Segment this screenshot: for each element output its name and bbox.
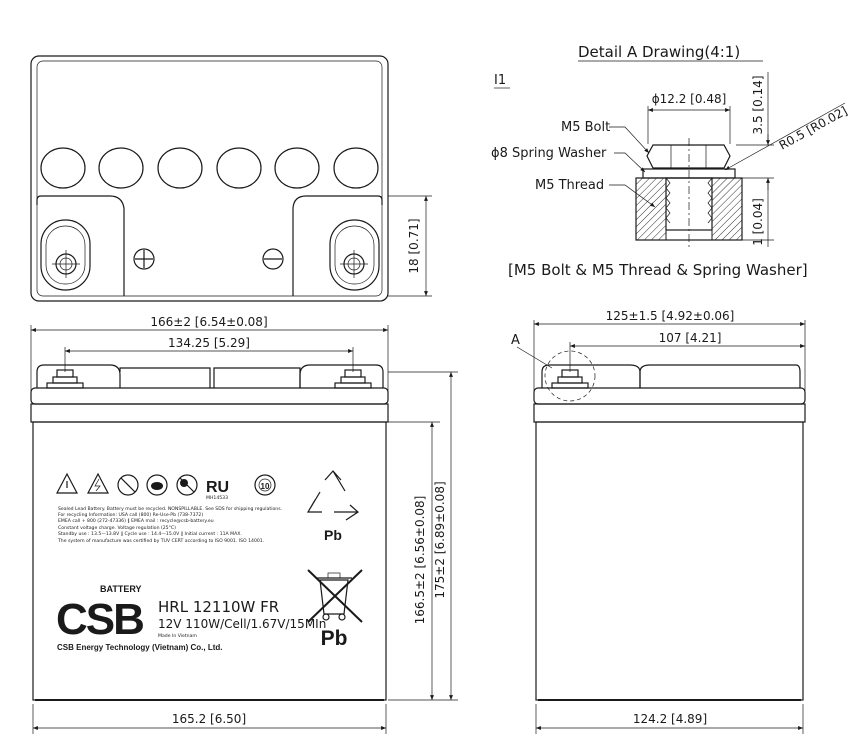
top-view-height-dim: 18 [0.71] xyxy=(407,218,421,273)
warning-line-5: Standby use : 13.5—13.8V ‖ Cycle use : 1… xyxy=(58,531,242,537)
detail-radius-dim: R0.5 [R0.02] xyxy=(777,104,850,153)
electric-hazard-icon xyxy=(87,472,109,494)
origin: Made In Vietnam xyxy=(158,633,197,639)
safety-icons: RU MH14533 10 xyxy=(56,472,276,501)
warning-triangle-icon xyxy=(56,472,78,494)
front-view: 166±2 [6.54±0.08] 134.25 [5.29] xyxy=(30,315,458,734)
vent-caps xyxy=(40,147,379,189)
design-life-icon: 10 xyxy=(254,474,276,496)
bin-pb: Pb xyxy=(321,627,348,650)
eye-protection-icon xyxy=(146,474,168,496)
warning-line-2: For recycling Information: USA call (800… xyxy=(58,512,203,518)
label-m5-thread: M5 Thread xyxy=(535,178,604,193)
front-total-height-dim: 175±2 [6.89±0.08] xyxy=(433,481,447,598)
negative-sign-icon xyxy=(262,248,284,270)
detail-dia-dim: ϕ12.2 [0.48] xyxy=(652,92,727,106)
label-m5-bolt: M5 Bolt xyxy=(561,120,610,135)
top-terminal-left xyxy=(40,219,91,291)
label-spring-washer: ϕ8 Spring Washer xyxy=(491,146,607,161)
bolt-head xyxy=(646,144,731,169)
company-name: CSB Energy Technology (Vietnam) Co., Ltd… xyxy=(57,643,223,652)
front-bottom-width-dim: 165.2 [6.50] xyxy=(172,712,246,726)
model-spec: 12V 110W/Cell/1.67V/15MIn xyxy=(158,617,326,631)
front-top-width-dim: 166±2 [6.54±0.08] xyxy=(150,315,267,329)
front-terminal-right xyxy=(334,369,372,389)
warning-line-1: Sealed Lead Battery. Battery must be rec… xyxy=(58,506,282,512)
top-terminal-right xyxy=(329,219,380,291)
detail-title: Detail A Drawing(4:1) xyxy=(578,43,740,61)
cert-number: MH14533 xyxy=(206,495,228,501)
csb-logo: BATTERY CSB xyxy=(56,584,145,644)
detail-a: Detail A Drawing(4:1) I1 ϕ12.2 [0.48] 3.… xyxy=(491,43,850,279)
side-view: 125±1.5 [4.92±0.06] 107 [4.21] A 124.2 [… xyxy=(511,309,806,734)
keep-children-away-icon xyxy=(176,474,198,496)
model-name: HRL 12110W FR xyxy=(158,598,279,616)
front-body xyxy=(32,421,387,701)
crossed-bin-icon: Pb xyxy=(307,569,363,650)
top-view-outline xyxy=(30,55,389,302)
front-terminal-spacing-dim: 134.25 [5.29] xyxy=(168,336,250,350)
side-bottom-width-dim: 124.2 [4.89] xyxy=(633,712,707,726)
detail-thread-dim: 1 [0.04] xyxy=(751,198,765,246)
recycle-pb: Pb xyxy=(324,527,342,543)
detail-marker: I1 xyxy=(494,73,506,88)
recycle-icon: Pb xyxy=(306,470,359,543)
positive-sign-icon xyxy=(133,248,155,270)
top-view: 18 [0.71] xyxy=(30,55,432,302)
side-terminal-offset-dim: 107 [4.21] xyxy=(659,331,722,345)
ul-recognized-icon: RU MH14533 xyxy=(206,479,229,501)
detail-height-dim: 3.5 [0.14] xyxy=(751,76,765,135)
detail-caption: [M5 Bolt & M5 Thread & Spring Washer] xyxy=(508,261,808,279)
side-marker: A xyxy=(511,333,520,348)
detail-a-callout xyxy=(544,350,596,402)
warning-line-6: The system of manufacture was certified … xyxy=(57,538,264,544)
side-body xyxy=(535,421,804,701)
brand-word: BATTERY xyxy=(100,584,142,594)
side-top-width-dim: 125±1.5 [4.92±0.06] xyxy=(606,309,735,323)
warning-text: Sealed Lead Battery. Battery must be rec… xyxy=(57,506,282,544)
warning-line-4: Constant voltage charge. Voltage regulat… xyxy=(58,525,176,531)
no-fire-icon xyxy=(117,474,139,496)
front-body-height-dim: 166.5±2 [6.56±0.08] xyxy=(413,496,427,625)
logo-letters: CSB xyxy=(56,595,143,644)
front-terminal-left xyxy=(46,369,84,389)
warning-line-3: EMEA call + 800 (272-47336) ‖ EMEA mail … xyxy=(58,518,214,524)
svg-text:RU: RU xyxy=(206,479,229,496)
side-terminal xyxy=(551,369,589,389)
svg-text:10: 10 xyxy=(261,482,270,491)
